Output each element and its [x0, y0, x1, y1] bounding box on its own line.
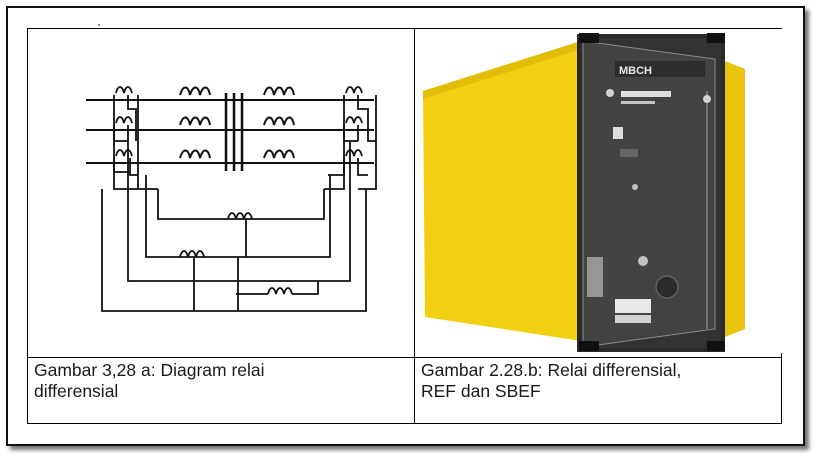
caption-right-line2: REF dan SBEF	[421, 381, 541, 402]
figure-table: MBCH	[27, 27, 782, 424]
figure-frame: MBCH	[6, 6, 805, 446]
caption-left-line2: differensial	[34, 381, 119, 402]
relay-device-photo: MBCH	[415, 29, 782, 353]
caption-right-line1: Gambar 2.28.b: Relai differensial,	[421, 360, 682, 381]
diagram-cell	[27, 27, 415, 359]
stray-dot	[98, 24, 100, 26]
caption-left: Gambar 3,28 a: Diagram relai differensia…	[27, 357, 415, 424]
photo-cell: MBCH	[414, 27, 782, 359]
caption-right: Gambar 2.28.b: Relai differensial, REF d…	[414, 357, 782, 424]
relay-circuit-diagram-icon	[86, 86, 377, 312]
device-label: MBCH	[619, 65, 652, 77]
caption-left-line1: Gambar 3,28 a: Diagram relai	[34, 360, 265, 381]
